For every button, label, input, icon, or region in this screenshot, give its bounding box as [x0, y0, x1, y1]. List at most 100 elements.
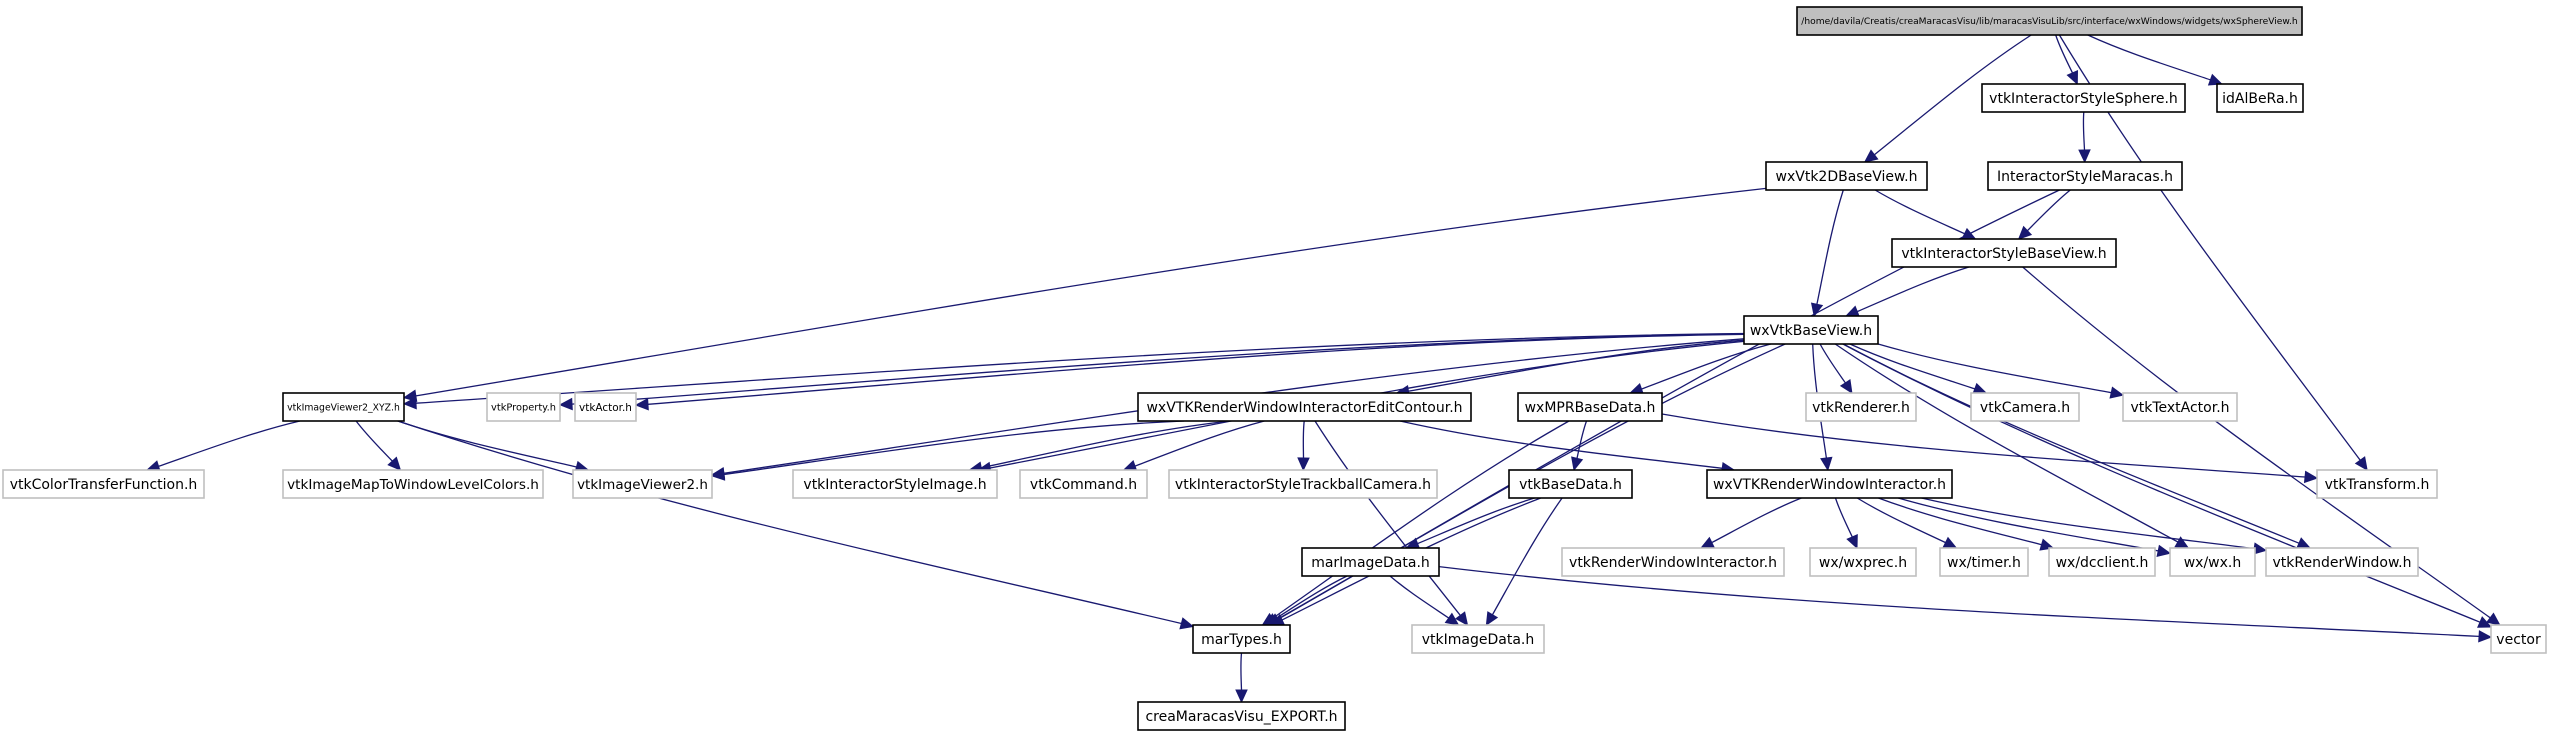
node-label: vtkActor.h — [579, 402, 632, 414]
node-vtktransform: vtkTransform.h — [2316, 469, 2438, 499]
node-vtkbasedata[interactable]: vtkBaseData.h — [1508, 469, 1633, 499]
node-box — [1411, 624, 1545, 654]
node-vtkimageviewer2: vtkImageViewer2.h — [572, 469, 713, 499]
node-box — [1561, 547, 1785, 577]
arrowhead-icon — [2078, 149, 2091, 164]
node-box — [1805, 392, 1917, 422]
node-marimagedata[interactable]: marImageData.h — [1301, 547, 1440, 577]
node-martypes[interactable]: marTypes.h — [1192, 624, 1291, 654]
edge-line — [1834, 497, 1853, 538]
edge-line — [355, 420, 393, 462]
edge-vtkimageviewer2-xyz-to-vtkimagemaptowindowlevelcolors — [355, 420, 402, 471]
edge-vtkinteractorstylebaseview-to-wxvtkbaseview — [1844, 266, 1970, 318]
edge-marimagedata-to-martypes — [1263, 575, 1348, 626]
node-box — [1809, 547, 1917, 577]
node-box — [1137, 701, 1346, 731]
node-vtkrenderer: vtkRenderer.h — [1805, 392, 1917, 422]
edge-line — [1873, 34, 2032, 156]
node-wxmprbasedata[interactable]: wxMPRBaseData.h — [1517, 392, 1663, 422]
node-box — [2122, 392, 2238, 422]
arrowhead-icon — [1297, 457, 1310, 472]
node-box — [282, 392, 405, 422]
edge-root-to-idalbera — [2087, 34, 2223, 86]
node-vector: vector — [2490, 624, 2547, 654]
node-vtkinteractorstyletrackballcamera: vtkInteractorStyleTrackballCamera.h — [1168, 469, 1438, 499]
edge-wxvtkrenderwindowinteractoreditcontour-to-vtkinteractorstyletrackballcamera — [1297, 420, 1310, 472]
node-box — [1706, 469, 1953, 499]
node-label: vtkProperty.h — [491, 403, 556, 414]
edge-line — [647, 333, 1745, 405]
arrowhead-icon — [402, 396, 417, 410]
edge-line — [158, 420, 301, 467]
edge-line — [1874, 189, 1965, 235]
node-wxvtk2dbaseview[interactable]: wxVtk2DBaseView.h — [1765, 161, 1928, 191]
edge-line — [2026, 189, 2071, 232]
node-label: vtkRenderWindowInteractor.h — [1569, 555, 1777, 571]
arrowhead-icon — [2207, 73, 2223, 86]
edge-wxvtkbaseview-to-vtkimageviewer2-xyz — [402, 332, 1745, 410]
edge-line — [1272, 420, 1570, 619]
edge-wxvtkrenderwindowinteractoreditcontour-to-vtkimagedata — [1314, 420, 1469, 626]
arrowhead-icon — [2354, 456, 2368, 471]
node-vtkcamera: vtkCamera.h — [1970, 392, 2080, 422]
edge-wxvtkbaseview-to-vtkrenderwindow — [1842, 343, 2312, 549]
arrowhead-icon — [1810, 302, 1824, 318]
edge-wxvtk2dbaseview-to-vtkinteractorstylebaseview — [1874, 189, 1977, 240]
edge-line — [1711, 497, 1802, 544]
node-wxvtkbaseview[interactable]: wxVtkBaseView.h — [1743, 315, 1879, 345]
edge-line — [1408, 339, 1745, 392]
node-wxvtkrenderwindowinteractor[interactable]: wxVTKRenderWindowInteractor.h — [1706, 469, 1953, 499]
node-label: wxVTKRenderWindowInteractorEditContour.h — [1146, 400, 1462, 416]
node-box — [1796, 6, 2303, 36]
edge-root-to-wxvtk2dbaseview — [1863, 34, 2032, 163]
edge-line — [1576, 420, 1588, 459]
arrowhead-icon — [1700, 536, 1716, 549]
node-label: vtkCamera.h — [1980, 400, 2070, 416]
edge-line — [415, 332, 1745, 404]
edge-vtkimageviewer2-xyz-to-martypes — [397, 420, 1195, 630]
node-vtkcolortransferfunction: vtkColorTransferFunction.h — [2, 469, 205, 499]
node-creamaracasvisu-export[interactable]: creaMaracasVisu_EXPORT.h — [1137, 701, 1346, 731]
edge-line — [1842, 343, 2481, 623]
edge-wxvtkrenderwindowinteractoreditcontour-to-vtkimageviewer2 — [710, 420, 1185, 481]
node-label: vtkInteractorStyleBaseView.h — [1901, 246, 2106, 262]
node-vtkinteractorstylesphere[interactable]: vtkInteractorStyleSphere.h — [1981, 83, 2186, 113]
edge-marimagedata-to-vector — [1438, 565, 2493, 643]
node-root[interactable]: /home/davila/Creatis/creaMaracasVisu/lib… — [1796, 6, 2303, 36]
node-box — [572, 469, 713, 499]
edge-wxvtk2dbaseview-to-wxvtkbaseview — [1810, 189, 1844, 318]
edge-line — [2022, 266, 2491, 619]
node-label: vtkImageMapToWindowLevelColors.h — [287, 477, 539, 493]
node-box — [1508, 469, 1633, 499]
edge-marimagedata-to-vtkimagedata — [1389, 575, 1460, 626]
node-vtkimageviewer2-xyz[interactable]: vtkImageViewer2_XYZ.h — [282, 392, 405, 422]
node-vtkproperty: vtkProperty.h — [486, 392, 561, 422]
node-idalbera[interactable]: idAlBeRa.h — [2216, 83, 2304, 113]
node-label: vtkCommand.h — [1030, 477, 1137, 493]
node-vtkcommand: vtkCommand.h — [1019, 469, 1148, 499]
node-box — [2216, 83, 2304, 113]
node-box — [1192, 624, 1291, 654]
node-box — [2169, 547, 2256, 577]
arrowhead-icon — [558, 397, 573, 411]
node-interactorstylemaracas[interactable]: InteractorStyleMaracas.h — [1987, 161, 2183, 191]
node-label: vtkTransform.h — [2325, 477, 2430, 493]
node-label: marTypes.h — [1201, 632, 1282, 648]
edge-wxvtkbaseview-to-vtkproperty — [558, 333, 1745, 411]
arrowhead-icon — [634, 397, 649, 411]
edge-wxvtkrenderwindowinteractoreditcontour-to-wxvtkrenderwindowinteractor — [1399, 420, 1736, 475]
node-vtkinteractorstylebaseview[interactable]: vtkInteractorStyleBaseView.h — [1891, 238, 2117, 268]
edge-martypes-to-creamaracasvisu-export — [1235, 652, 1248, 704]
node-wxvtkrenderwindowinteractoreditcontour[interactable]: wxVTKRenderWindowInteractorEditContour.h — [1137, 392, 1472, 422]
node-box — [1981, 83, 2186, 113]
edge-wxvtkrenderwindowinteractor-to-wxtimer — [1856, 497, 1958, 549]
edge-line — [1274, 575, 1348, 620]
node-label: wxVtk2DBaseView.h — [1776, 169, 1918, 185]
node-label: /home/davila/Creatis/creaMaracasVisu/lib… — [1801, 17, 2298, 27]
node-label: vtkRenderWindow.h — [2273, 555, 2412, 571]
edge-line — [1134, 420, 1265, 467]
node-box — [2490, 624, 2547, 654]
arrowhead-icon — [2017, 225, 2033, 240]
edge-line — [1417, 497, 1535, 545]
node-label: vtkImageData.h — [1422, 632, 1534, 648]
